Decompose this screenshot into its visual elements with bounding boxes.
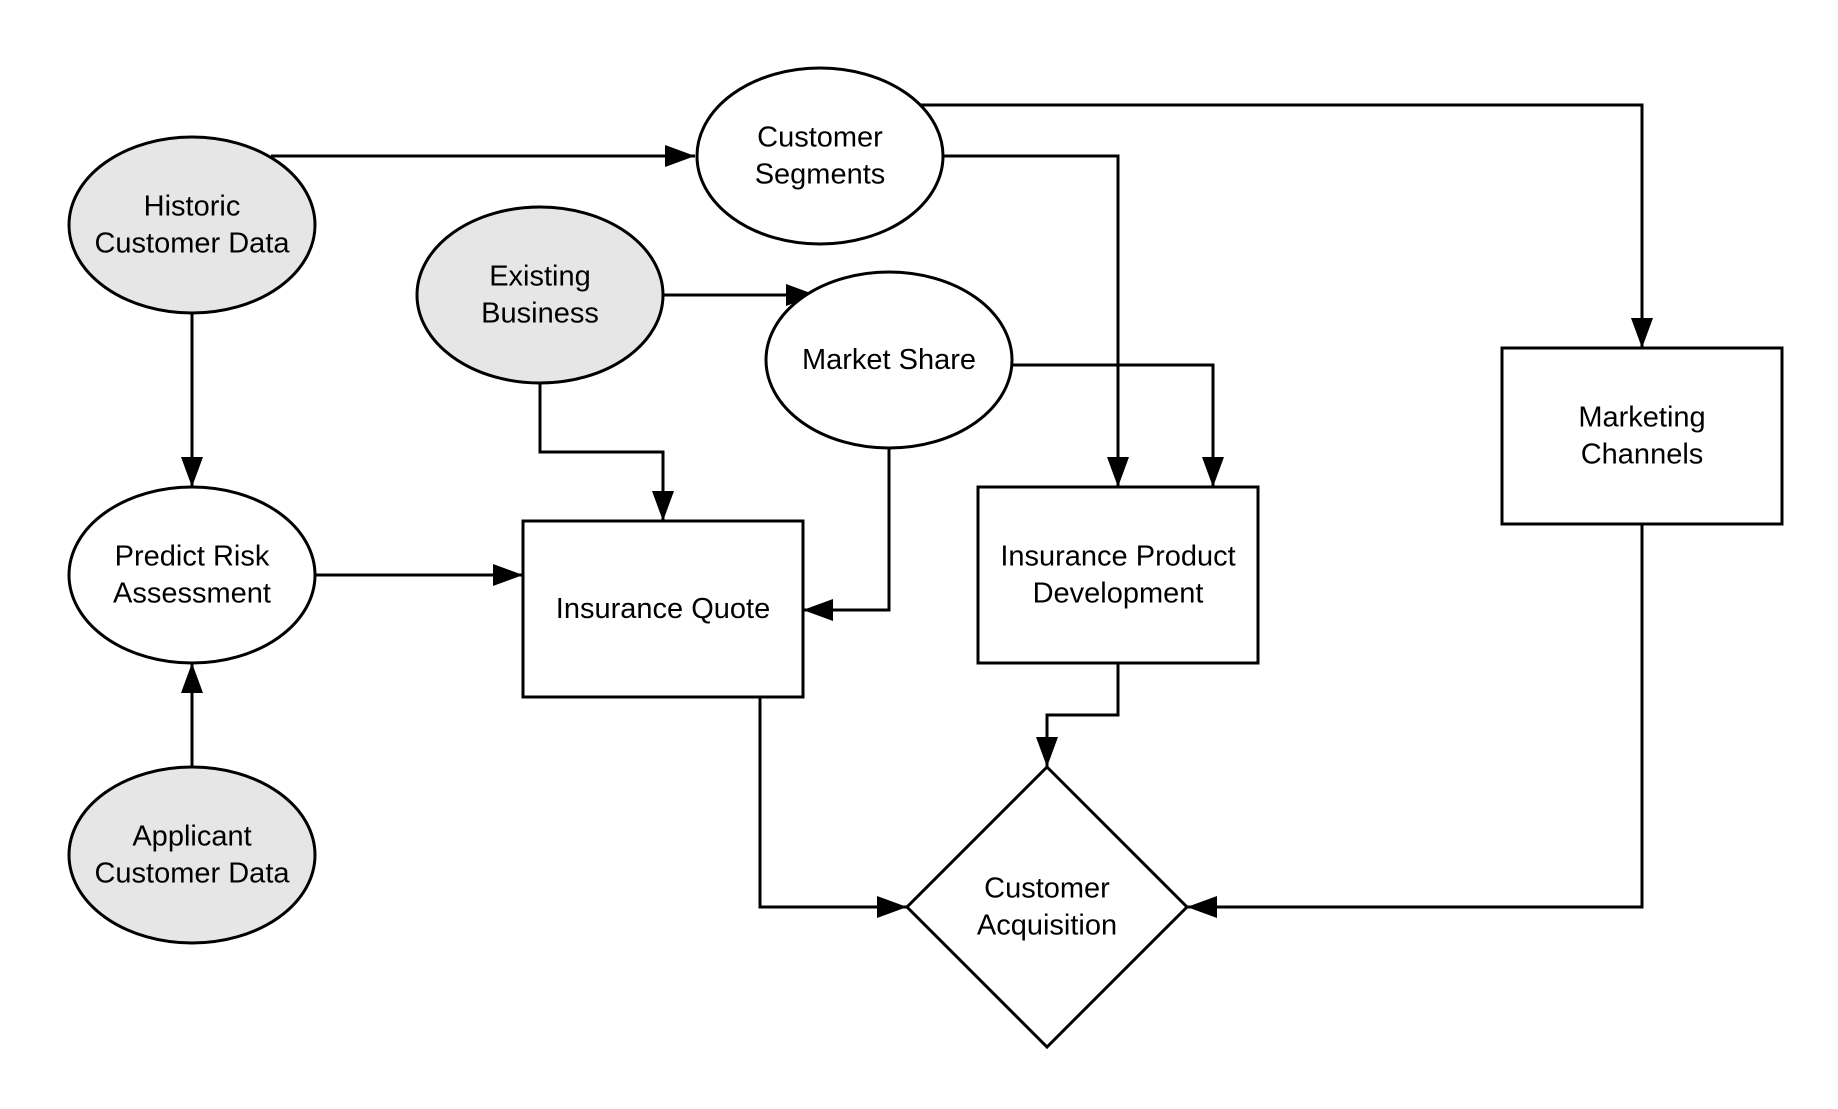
- node-segments-label: Segments: [755, 159, 886, 191]
- node-risk-ellipse: [67, 485, 317, 665]
- node-applicant-label: Customer Data: [94, 858, 290, 890]
- node-existing-ellipse: [415, 205, 665, 385]
- node-historic-label: Customer Data: [94, 228, 290, 260]
- node-product-label: Development: [1033, 578, 1204, 610]
- arrow-channels-to-acquisition: [1187, 524, 1644, 918]
- node-applicant-ellipse: [67, 765, 317, 945]
- node-risk-label: Assessment: [113, 578, 271, 610]
- node-risk-label: Predict Risk: [115, 541, 270, 573]
- node-acquisition-label: Acquisition: [977, 910, 1117, 942]
- node-product-label: Insurance Product: [1000, 541, 1235, 573]
- node-segments-ellipse: [695, 66, 945, 246]
- node-channels-label: Channels: [1581, 439, 1704, 471]
- node-existing-label: Existing: [489, 261, 591, 293]
- arrow-market-to-product: [1012, 363, 1224, 487]
- node-historic-ellipse: [67, 135, 317, 315]
- arrow-existing-to-quote: [538, 383, 674, 521]
- connector-layer: [181, 103, 1653, 918]
- node-historic-label: Historic: [144, 191, 241, 223]
- node-market: Market Share: [764, 270, 1014, 450]
- node-quote-rectangle: [521, 519, 805, 699]
- node-applicant-label: Applicant: [132, 821, 251, 853]
- node-channels-rectangle: [1500, 346, 1784, 526]
- node-market-ellipse: [764, 270, 1014, 450]
- node-acquisition-diamond: [904, 764, 1190, 1050]
- arrow-segments-to-channels: [920, 103, 1653, 348]
- node-existing-label: Business: [481, 298, 599, 330]
- arrow-segments-to-product: [943, 154, 1129, 487]
- node-product-rectangle: [976, 485, 1260, 665]
- node-quote-label: Insurance Quote: [556, 593, 770, 625]
- arrow-quote-to-acquisition: [758, 697, 907, 918]
- arrow-product-to-acquisition: [1036, 663, 1120, 767]
- node-market-label: Market Share: [802, 344, 976, 376]
- arrow-market-to-quote: [803, 448, 891, 621]
- node-segments-label: Customer: [757, 122, 883, 154]
- node-acquisition-label: Customer: [984, 873, 1110, 905]
- node-quote: Insurance Quote: [521, 519, 805, 699]
- node-channels-label: Marketing: [1578, 402, 1705, 434]
